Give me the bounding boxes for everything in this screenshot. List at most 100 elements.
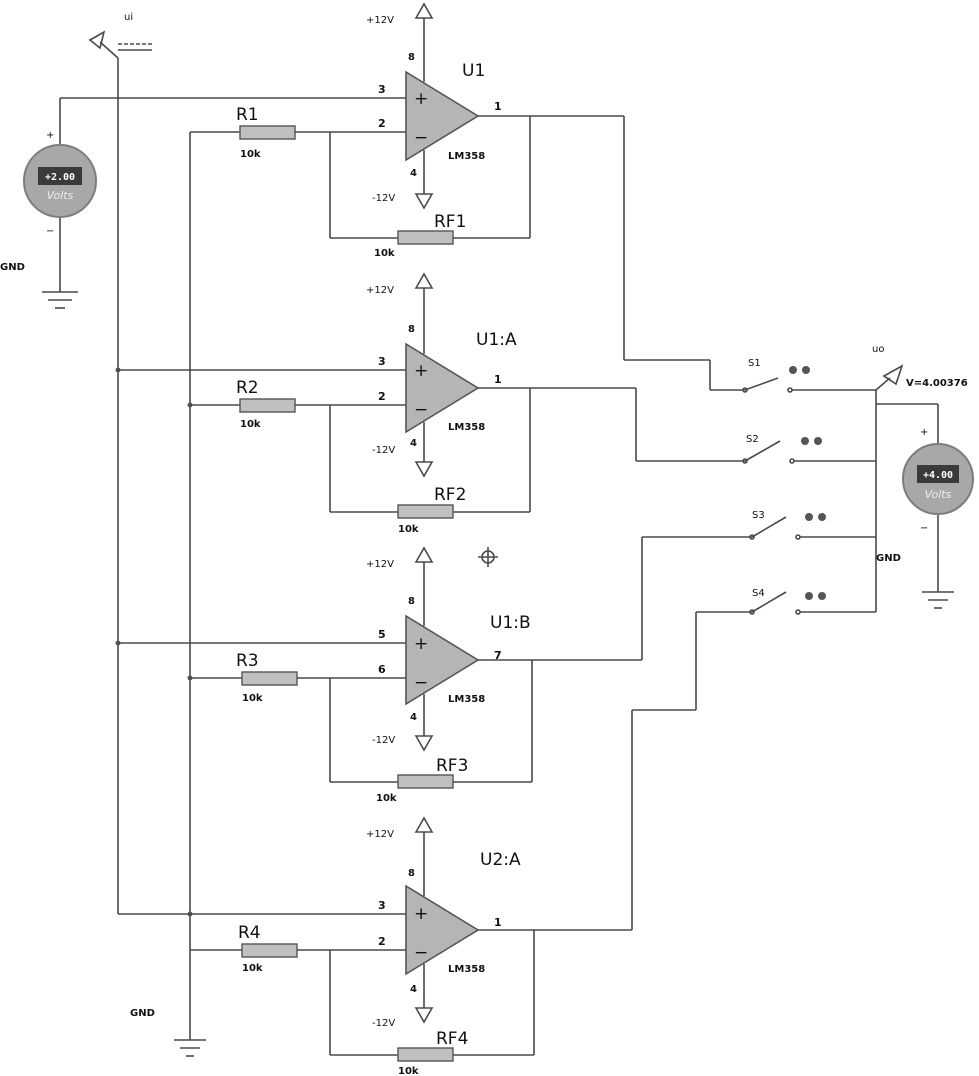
rf2-label: RF2 [434, 485, 466, 505]
u1b-part: LM358 [448, 694, 485, 705]
stage-1: R1 10k RF1 10k + − U1 LM358 3 2 1 +12V 8… [190, 2, 745, 391]
resistor-rf1[interactable] [397, 230, 454, 245]
svg-text:-12V: -12V [372, 193, 395, 204]
resistor-rf4[interactable] [397, 1047, 454, 1062]
u1-part: LM358 [448, 151, 485, 162]
u1a-label: U1:A [476, 330, 517, 350]
u1-label: U1 [462, 61, 485, 81]
input-meter-plus: + [46, 130, 54, 141]
svg-text:4: 4 [410, 438, 417, 449]
svg-text:-12V: -12V [372, 1018, 395, 1029]
svg-text:S4: S4 [752, 588, 765, 599]
svg-text:−: − [414, 943, 428, 963]
input-probe[interactable]: ui [88, 12, 152, 59]
u2a-part: LM358 [448, 964, 485, 975]
switch-s4[interactable]: S4 [749, 588, 876, 615]
svg-text:+: + [414, 361, 428, 381]
output-meter-reading: +4.00 [923, 470, 953, 481]
switch-s3[interactable]: S3 [749, 510, 876, 540]
svg-text:-12V: -12V [372, 735, 395, 746]
output-meter-unit: Volts [925, 488, 952, 501]
svg-text:1: 1 [494, 100, 502, 113]
rf1-value: 10k [374, 248, 395, 259]
resistor-rf2[interactable] [397, 504, 454, 519]
svg-text:8: 8 [408, 324, 415, 335]
svg-text:-12V: -12V [372, 445, 395, 456]
svg-text:+: + [414, 904, 428, 924]
resistor-r3[interactable] [241, 671, 298, 686]
r1-value: 10k [240, 149, 261, 160]
svg-text:S2: S2 [746, 434, 759, 445]
ground-label-left: GND [0, 262, 25, 273]
svg-text:8: 8 [408, 52, 415, 63]
rf3-label: RF3 [436, 756, 468, 776]
opamp-u2a[interactable] [405, 884, 480, 976]
svg-text:6: 6 [378, 663, 386, 676]
switch-s1[interactable]: S1 [742, 358, 876, 393]
svg-text:7: 7 [494, 649, 502, 662]
svg-text:+: + [414, 89, 428, 109]
svg-text:8: 8 [408, 596, 415, 607]
svg-text:−: − [414, 673, 428, 693]
rf3-value: 10k [376, 793, 397, 804]
svg-text:4: 4 [410, 168, 417, 179]
svg-text:+12V: +12V [366, 829, 394, 840]
svg-text:8: 8 [408, 868, 415, 879]
rf4-value: 10k [398, 1066, 419, 1076]
r4-label: R4 [238, 923, 261, 943]
resistor-r4[interactable] [241, 943, 298, 958]
u1b-label: U1:B [490, 613, 531, 633]
switch-s2[interactable]: S2 [742, 434, 876, 464]
resistor-rf3[interactable] [397, 774, 454, 789]
ground-symbol-bottom [174, 1039, 206, 1057]
resistor-r2[interactable] [239, 398, 296, 413]
svg-text:3: 3 [378, 83, 386, 96]
svg-text:−: − [414, 400, 428, 420]
svg-text:1: 1 [494, 373, 502, 386]
output-voltmeter: +4.00 Volts + − [902, 404, 974, 609]
u1a-part: LM358 [448, 422, 485, 433]
svg-text:1: 1 [494, 916, 502, 929]
svg-text:+12V: +12V [366, 15, 394, 26]
svg-text:4: 4 [410, 712, 417, 723]
rf4-label: RF4 [436, 1029, 468, 1049]
crosshair-cursor-icon [478, 547, 498, 567]
svg-text:2: 2 [378, 935, 386, 948]
output-probe-value: V=4.00376 [906, 378, 968, 389]
u2a-label: U2:A [480, 850, 521, 870]
svg-text:−: − [414, 128, 428, 148]
r2-label: R2 [236, 378, 259, 398]
svg-text:2: 2 [378, 390, 386, 403]
input-meter-reading: +2.00 [45, 172, 75, 183]
opamp-u1[interactable] [405, 70, 480, 162]
svg-text:2: 2 [378, 117, 386, 130]
opamp-u1a[interactable] [405, 342, 480, 434]
output-probe[interactable]: uo V=4.00376 [872, 344, 968, 391]
input-meter-minus: − [46, 226, 54, 237]
svg-text:3: 3 [378, 355, 386, 368]
stage-3: R3 10k RF3 10k + − U1:B LM358 5 6 7 +12V… [118, 536, 752, 804]
resistor-r1[interactable] [239, 125, 296, 140]
svg-text:+12V: +12V [366, 285, 394, 296]
r2-value: 10k [240, 419, 261, 430]
r4-value: 10k [242, 963, 263, 974]
rf2-value: 10k [398, 524, 419, 535]
input-probe-label: ui [124, 12, 133, 23]
svg-text:+12V: +12V [366, 559, 394, 570]
svg-text:5: 5 [378, 628, 386, 641]
stage-2: R2 10k RF2 10k + − U1:A LM358 3 2 1 +12V… [118, 272, 745, 535]
rf1-label: RF1 [434, 212, 466, 232]
output-probe-label: uo [872, 344, 884, 355]
ground-label-bottom: GND [130, 1008, 155, 1019]
r3-value: 10k [242, 693, 263, 704]
svg-text:S1: S1 [748, 358, 761, 369]
r1-label: R1 [236, 105, 259, 125]
input-meter-unit: Volts [47, 189, 74, 202]
ground-label-right: GND [876, 553, 901, 564]
r3-label: R3 [236, 651, 259, 671]
svg-text:S3: S3 [752, 510, 765, 521]
opamp-u1b[interactable] [405, 614, 480, 706]
output-meter-minus: − [920, 523, 928, 534]
stage-4: R4 10k RF4 10k + − U2:A LM358 3 2 1 +12V… [118, 611, 752, 1076]
